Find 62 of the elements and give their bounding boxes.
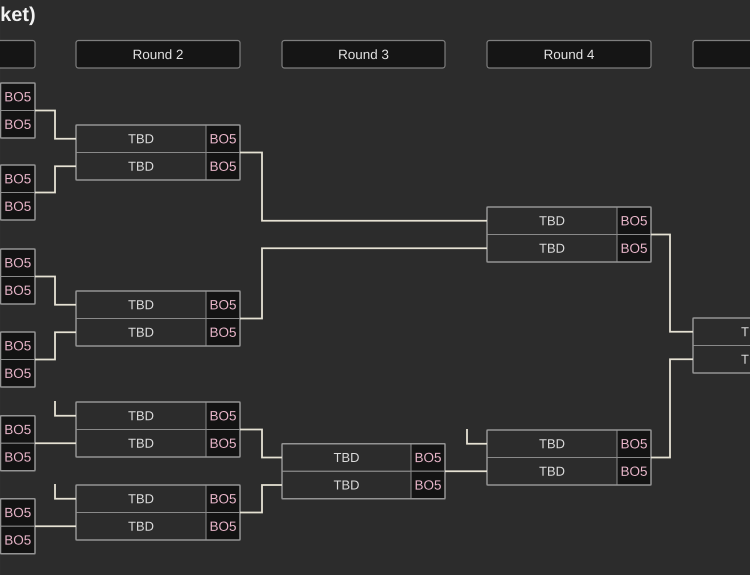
match-box xyxy=(75,484,241,541)
round-header: Round 3 xyxy=(281,40,446,69)
team-slot: T xyxy=(692,318,750,346)
match-box xyxy=(281,443,446,500)
match-box xyxy=(75,290,241,347)
match-box xyxy=(0,82,36,139)
match-box xyxy=(486,429,652,486)
format-cell: BO5 xyxy=(616,234,652,262)
round-header xyxy=(692,40,750,69)
format-cell: BO5 xyxy=(0,192,36,220)
format-cell: BO5 xyxy=(0,276,36,304)
format-cell: BO5 xyxy=(206,152,240,180)
bracket-line xyxy=(651,234,693,333)
format-cell: BO5 xyxy=(410,443,446,472)
round-header: Round 2 xyxy=(75,40,241,69)
format-cell: BO5 xyxy=(616,457,652,486)
bracket-line xyxy=(466,429,487,445)
bracket-line xyxy=(54,401,76,417)
team-slot: T xyxy=(692,345,750,374)
bracket-line xyxy=(35,525,76,528)
format-cell: BO5 xyxy=(410,470,446,500)
format-cell: BO5 xyxy=(0,110,36,138)
format-cell: BO5 xyxy=(206,512,240,540)
match-box xyxy=(0,498,36,554)
format-cell: BO5 xyxy=(206,124,240,153)
format-cell: BO5 xyxy=(206,402,240,430)
bracket-line xyxy=(240,484,282,514)
bracket-line xyxy=(240,247,487,320)
match-box xyxy=(0,248,36,305)
format-cell: BO5 xyxy=(206,318,240,346)
format-cell: BO5 xyxy=(616,430,652,458)
match-box xyxy=(692,317,750,374)
match-box xyxy=(75,124,241,181)
bracket-line xyxy=(35,165,76,194)
format-cell: BO5 xyxy=(0,332,36,360)
match-box xyxy=(0,415,36,472)
format-cell: BO5 xyxy=(0,442,36,472)
format-cell: BO5 xyxy=(0,164,36,193)
format-cell: BO5 xyxy=(206,484,240,513)
title: ket) xyxy=(2,6,35,26)
bracket-line xyxy=(54,484,76,500)
bracket-line xyxy=(240,428,282,458)
format-cell: BO5 xyxy=(0,526,36,554)
bracket-line xyxy=(35,442,76,444)
match-box xyxy=(75,401,241,458)
bracket-line xyxy=(651,358,693,458)
format-cell: BO5 xyxy=(0,359,36,388)
format-cell: BO5 xyxy=(206,290,240,319)
format-cell: BO5 xyxy=(0,82,36,111)
bracket-line xyxy=(35,331,76,360)
round-header xyxy=(0,40,36,69)
round-header: Round 4 xyxy=(486,40,652,69)
match-box xyxy=(0,164,36,221)
format-cell: BO5 xyxy=(206,429,240,458)
format-cell: BO5 xyxy=(616,206,652,235)
format-cell: BO5 xyxy=(0,248,36,277)
bracket-line xyxy=(35,110,76,140)
bracket-line xyxy=(240,152,487,222)
match-box xyxy=(0,331,36,388)
match-box xyxy=(486,206,652,263)
bracket-line xyxy=(445,470,487,472)
bracket-line xyxy=(35,276,76,306)
